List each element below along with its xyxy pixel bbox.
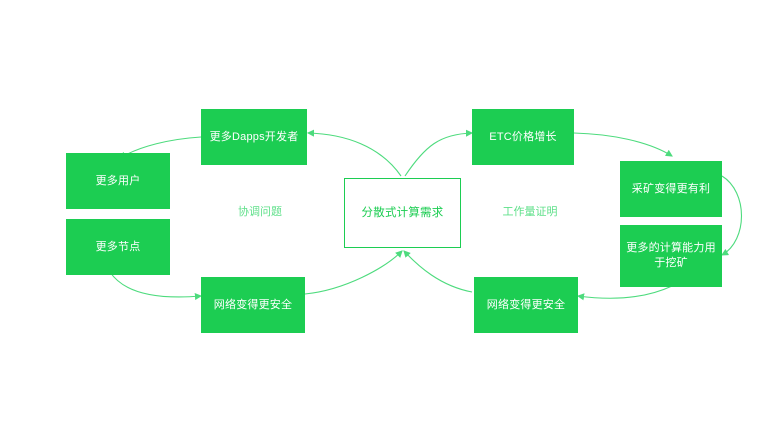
edge-nodes-to-network-left (109, 271, 203, 301)
label-text: 工作量证明 (502, 206, 558, 218)
edge-center-to-etc (404, 129, 474, 177)
node-more-users[interactable]: 更多用户 (66, 153, 170, 209)
node-label: 更多的计算能力用于挖矿 (626, 242, 716, 269)
node-label: 网络变得更安全 (213, 298, 293, 311)
label-text: 协调问题 (238, 206, 282, 218)
edge-etc-to-mining (573, 132, 673, 157)
node-label: ETC价格增长 (489, 130, 557, 143)
node-decentralized-compute-demand[interactable]: 分散式计算需求 (344, 178, 461, 248)
node-more-compute-for-mining[interactable]: 更多的计算能力用于挖矿 (620, 225, 722, 287)
node-network-more-secure-left[interactable]: 网络变得更安全 (201, 277, 305, 333)
node-label: 网络变得更安全 (486, 298, 566, 311)
edge-network-left-to-center (304, 250, 403, 295)
edge-mining-to-compute (721, 175, 742, 256)
node-label: 采矿变得更有利 (631, 182, 711, 195)
node-mining-more-profitable[interactable]: 采矿变得更有利 (620, 161, 722, 217)
node-label: 更多用户 (95, 174, 141, 187)
node-etc-price-growth[interactable]: ETC价格增长 (472, 109, 574, 165)
node-more-dapps-developers[interactable]: 更多Dapps开发者 (201, 109, 307, 165)
node-label: 更多Dapps开发者 (209, 130, 299, 143)
edge-compute-to-network-right (576, 285, 673, 301)
label-proof-of-work: 工作量证明 (470, 205, 590, 220)
edge-network-right-to-center (403, 250, 473, 293)
edge-center-to-dapps (306, 129, 402, 177)
node-more-nodes[interactable]: 更多节点 (66, 219, 170, 275)
node-label: 更多节点 (95, 240, 141, 253)
node-network-more-secure-right[interactable]: 网络变得更安全 (474, 277, 578, 333)
node-label: 分散式计算需求 (361, 206, 444, 219)
label-coordination-problem: 协调问题 (200, 205, 320, 220)
